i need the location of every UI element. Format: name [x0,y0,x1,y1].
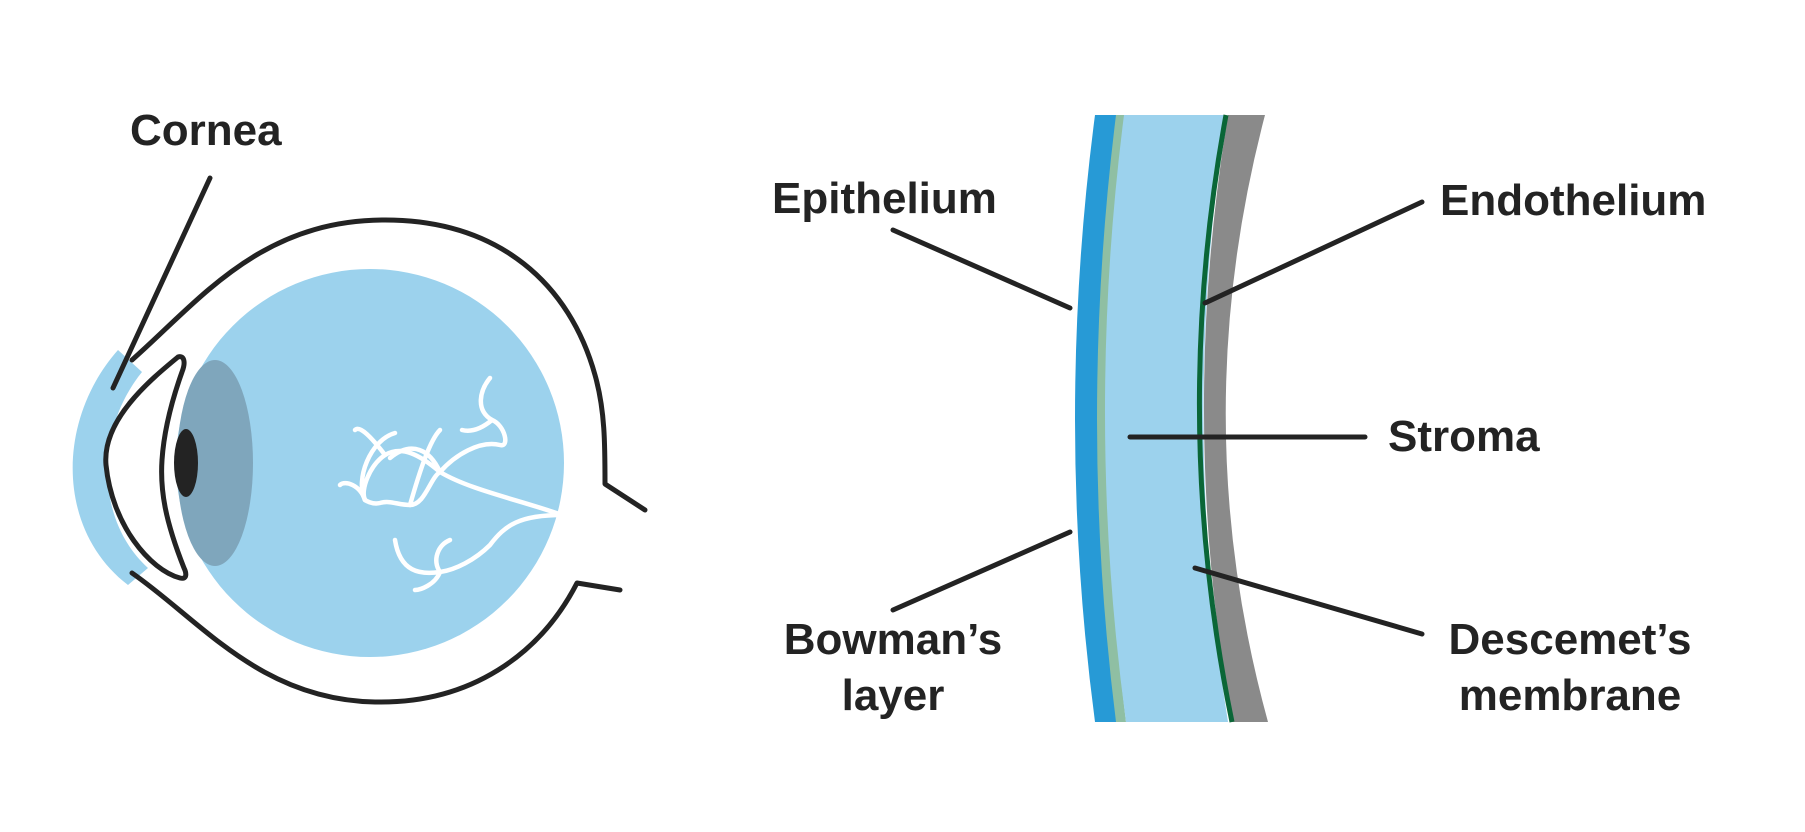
descemets-label-line1: Descemet’s [1449,615,1692,664]
cornea-leader-line [110,175,213,391]
retinal-vessels [337,375,565,593]
descemets-leader-line [1192,565,1425,637]
cornea-crescent [72,350,148,585]
endothelium-label: Endothelium [1440,176,1706,225]
eye-cross-section: Cornea [72,106,648,705]
endothelium-leader-line [1202,199,1425,306]
iris-shadow [177,360,253,566]
bowmans-label-line1: Bowman’s [784,615,1002,664]
bowmans-layer [1097,115,1126,722]
eyeball-outline-lower [129,570,623,705]
endothelium-layer [1203,115,1268,722]
bowmans-label-line2: layer [842,671,945,720]
epithelium-leader-line [890,227,1073,311]
epithelium-label: Epithelium [772,174,997,223]
cornea-label: Cornea [130,106,282,155]
bowmans-leader-line [890,529,1073,613]
pupil [174,429,198,497]
lens [103,354,189,581]
descemets-label-line2: membrane [1459,671,1682,720]
cornea-layers: Epithelium Bowman’s layer Endothelium St… [772,114,1706,723]
stroma-label: Stroma [1388,412,1540,461]
eyeball-outline-upper [129,217,648,513]
descemets-membrane-layer [1196,114,1235,723]
